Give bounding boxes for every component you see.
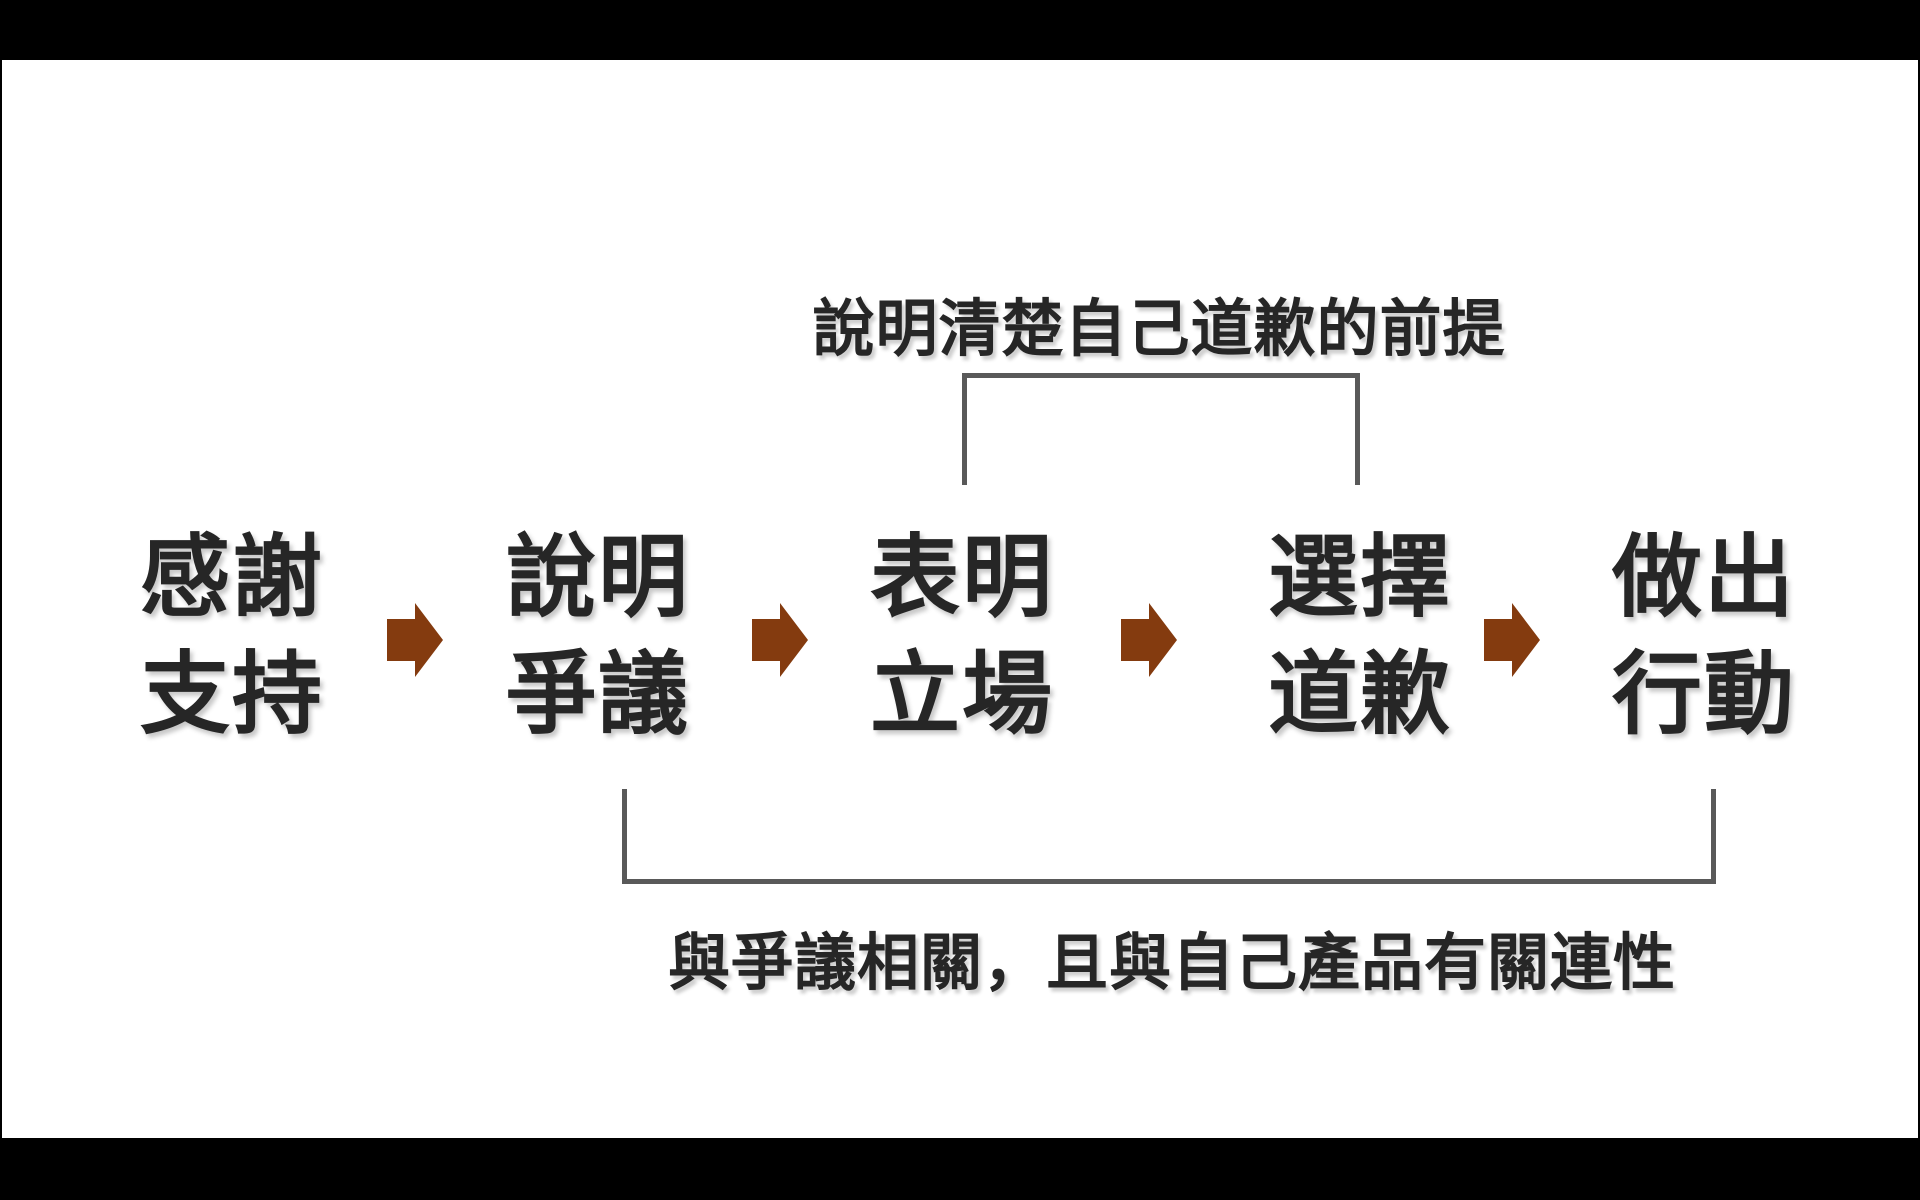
right-arrow-icon [752, 603, 808, 677]
step-label-line1: 做出 [1612, 528, 1796, 628]
step-label-line2: 支持 [140, 645, 324, 745]
bottom-annotation-label: 與爭議相關，且與自己產品有關連性 [668, 929, 1677, 998]
step-label-line1: 選擇 [1268, 528, 1452, 628]
top-bracket-connector [962, 373, 1360, 485]
step-label-line2: 爭議 [506, 645, 690, 745]
flow-step-take-action: 做出 行動 [1564, 520, 1844, 754]
step-label-line2: 立場 [870, 645, 1054, 745]
step-label-line1: 表明 [870, 528, 1054, 628]
flow-step-choose-apology: 選擇 道歉 [1220, 520, 1500, 754]
right-arrow-icon [387, 603, 443, 677]
right-arrow-icon [1484, 603, 1540, 677]
step-label-line1: 感謝 [140, 528, 324, 628]
right-arrow-icon [1121, 603, 1177, 677]
flow-step-explain-controversy: 說明 爭議 [458, 520, 738, 754]
top-annotation-label: 說明清楚自己道歉的前提 [812, 295, 1506, 364]
step-label-line1: 說明 [506, 528, 690, 628]
bottom-bracket-connector [622, 789, 1716, 884]
step-label-line2: 道歉 [1268, 645, 1452, 745]
flow-step-thank-support: 感謝 支持 [92, 520, 372, 754]
step-label-line2: 行動 [1612, 645, 1796, 745]
slide-canvas: 說明清楚自己道歉的前提 感謝 支持 說明 爭議 表明 立場 選擇 道歉 [2, 60, 1918, 1138]
flow-step-state-position: 表明 立場 [822, 520, 1102, 754]
